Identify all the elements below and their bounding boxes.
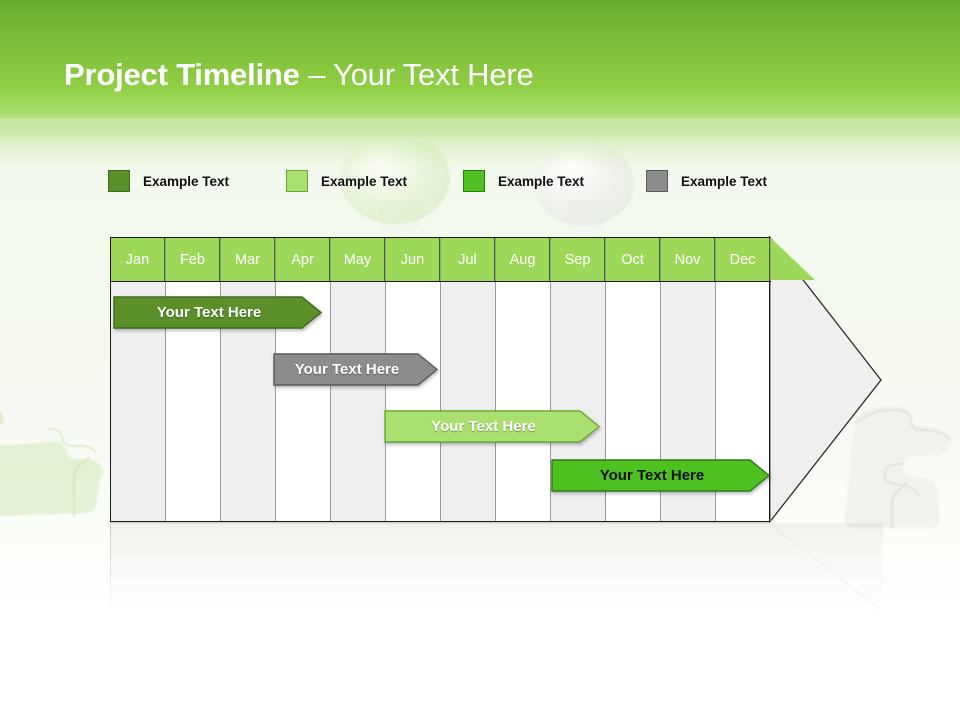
month-header-jan: Jan <box>111 238 165 282</box>
header-divider-line <box>111 281 771 283</box>
header-fade-overlay <box>0 118 960 168</box>
month-header-jun: Jun <box>386 238 440 282</box>
gantt-column-dec: Dec <box>716 238 771 521</box>
gantt-column-jan: Jan <box>111 238 166 521</box>
puzzle-piece-left-decoration <box>0 385 140 530</box>
legend-item-3[interactable]: Example Text <box>463 170 584 192</box>
page-title-separator: – <box>299 57 334 92</box>
task-bar-2[interactable]: Your Text Here <box>273 353 439 386</box>
page-title: Project Timeline – Your Text Here <box>64 57 534 92</box>
month-header-feb: Feb <box>166 238 220 282</box>
gantt-column-jul: Jul <box>441 238 496 521</box>
legend-swatch-4-icon <box>646 170 668 192</box>
sphere-stem-right <box>567 200 607 238</box>
legend-label-3: Example Text <box>498 173 585 189</box>
gantt-column-aug: Aug <box>496 238 551 521</box>
gantt-column-feb: Feb <box>166 238 221 521</box>
legend: Example Text Example Text Example Text E… <box>108 168 908 196</box>
month-header-dec: Dec <box>716 238 770 282</box>
legend-label-4: Example Text <box>681 173 768 189</box>
month-header-aug: Aug <box>496 238 550 282</box>
legend-label-1: Example Text <box>143 173 230 189</box>
page-title-light: Your Text Here <box>333 57 534 92</box>
reflection-left-edge <box>110 524 111 619</box>
timeline-arrow-head <box>769 235 883 524</box>
page-title-strong: Project Timeline <box>64 57 300 92</box>
reflection-top-line <box>110 522 770 524</box>
legend-swatch-1-icon <box>108 170 130 192</box>
month-header-apr: Apr <box>276 238 330 282</box>
task-bar-4-label: Your Text Here <box>599 467 705 484</box>
gantt-column-oct: Oct <box>606 238 661 521</box>
legend-label-2: Example Text <box>321 173 408 189</box>
gantt-column-jun: Jun <box>386 238 441 521</box>
legend-swatch-2-icon <box>286 170 308 192</box>
month-header-oct: Oct <box>606 238 660 282</box>
task-bar-3[interactable]: Your Text Here <box>384 410 601 443</box>
month-header-may: May <box>331 238 385 282</box>
header-green-band <box>0 0 960 140</box>
month-header-jul: Jul <box>441 238 495 282</box>
legend-item-2[interactable]: Example Text <box>286 170 407 192</box>
legend-swatch-3-icon <box>463 170 485 192</box>
month-header-sep: Sep <box>551 238 605 282</box>
task-bar-2-label: Your Text Here <box>294 361 400 378</box>
puzzle-piece-right-decoration <box>845 378 960 534</box>
reflection-arrow-tip <box>769 523 882 610</box>
task-bar-3-label: Your Text Here <box>431 418 536 435</box>
task-bar-1[interactable]: Your Text Here <box>113 296 323 329</box>
task-bar-1-label: Your Text Here <box>156 304 262 321</box>
legend-item-1[interactable]: Example Text <box>108 170 229 192</box>
month-header-nov: Nov <box>661 238 715 282</box>
task-bar-4[interactable]: Your Text Here <box>551 459 771 492</box>
sphere-stem-left <box>378 200 420 238</box>
chart-reflection <box>110 523 883 633</box>
legend-item-4[interactable]: Example Text <box>646 170 767 192</box>
month-header-mar: Mar <box>221 238 275 282</box>
